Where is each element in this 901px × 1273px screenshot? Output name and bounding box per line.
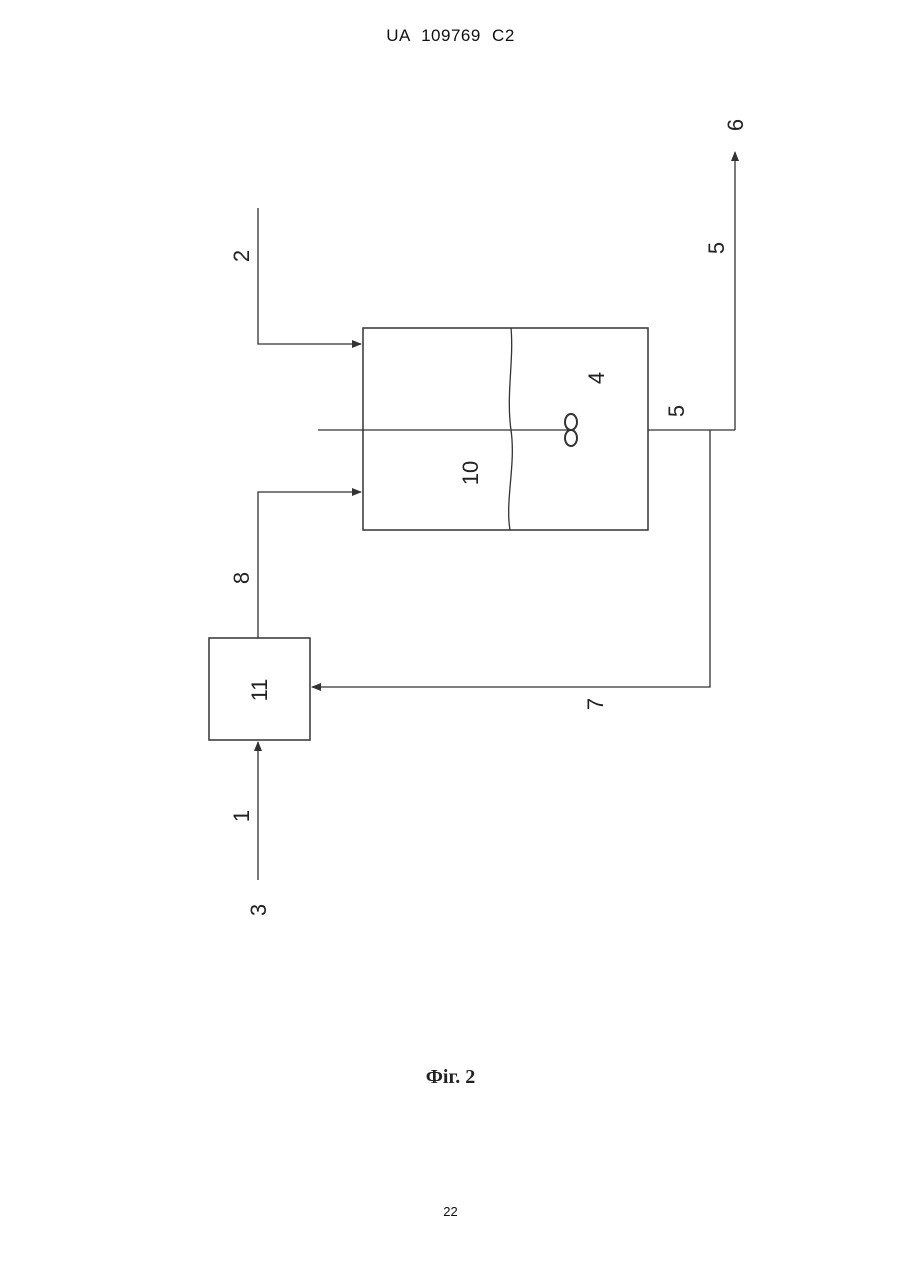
stream-2-line (258, 208, 361, 344)
stream-8-line (258, 492, 361, 638)
label-unit-11: 11 (247, 679, 272, 702)
label-stream-5: 5 (704, 242, 729, 254)
label-stream-2: 2 (229, 250, 254, 262)
label-stream-3: 3 (246, 904, 271, 916)
label-stream-1: 1 (229, 810, 254, 822)
figure-caption: Фіг. 2 (0, 1066, 901, 1089)
label-outlet-5: 5 (664, 405, 689, 417)
label-stream-7: 7 (583, 698, 608, 710)
label-zone-10: 10 (458, 461, 483, 485)
label-stream-8: 8 (229, 572, 254, 584)
label-stream-6: 6 (723, 119, 748, 131)
page-number: 22 (0, 1204, 901, 1219)
reactor-vessel (363, 328, 648, 530)
phase-interface-line (509, 328, 513, 530)
label-zone-4: 4 (584, 372, 609, 384)
